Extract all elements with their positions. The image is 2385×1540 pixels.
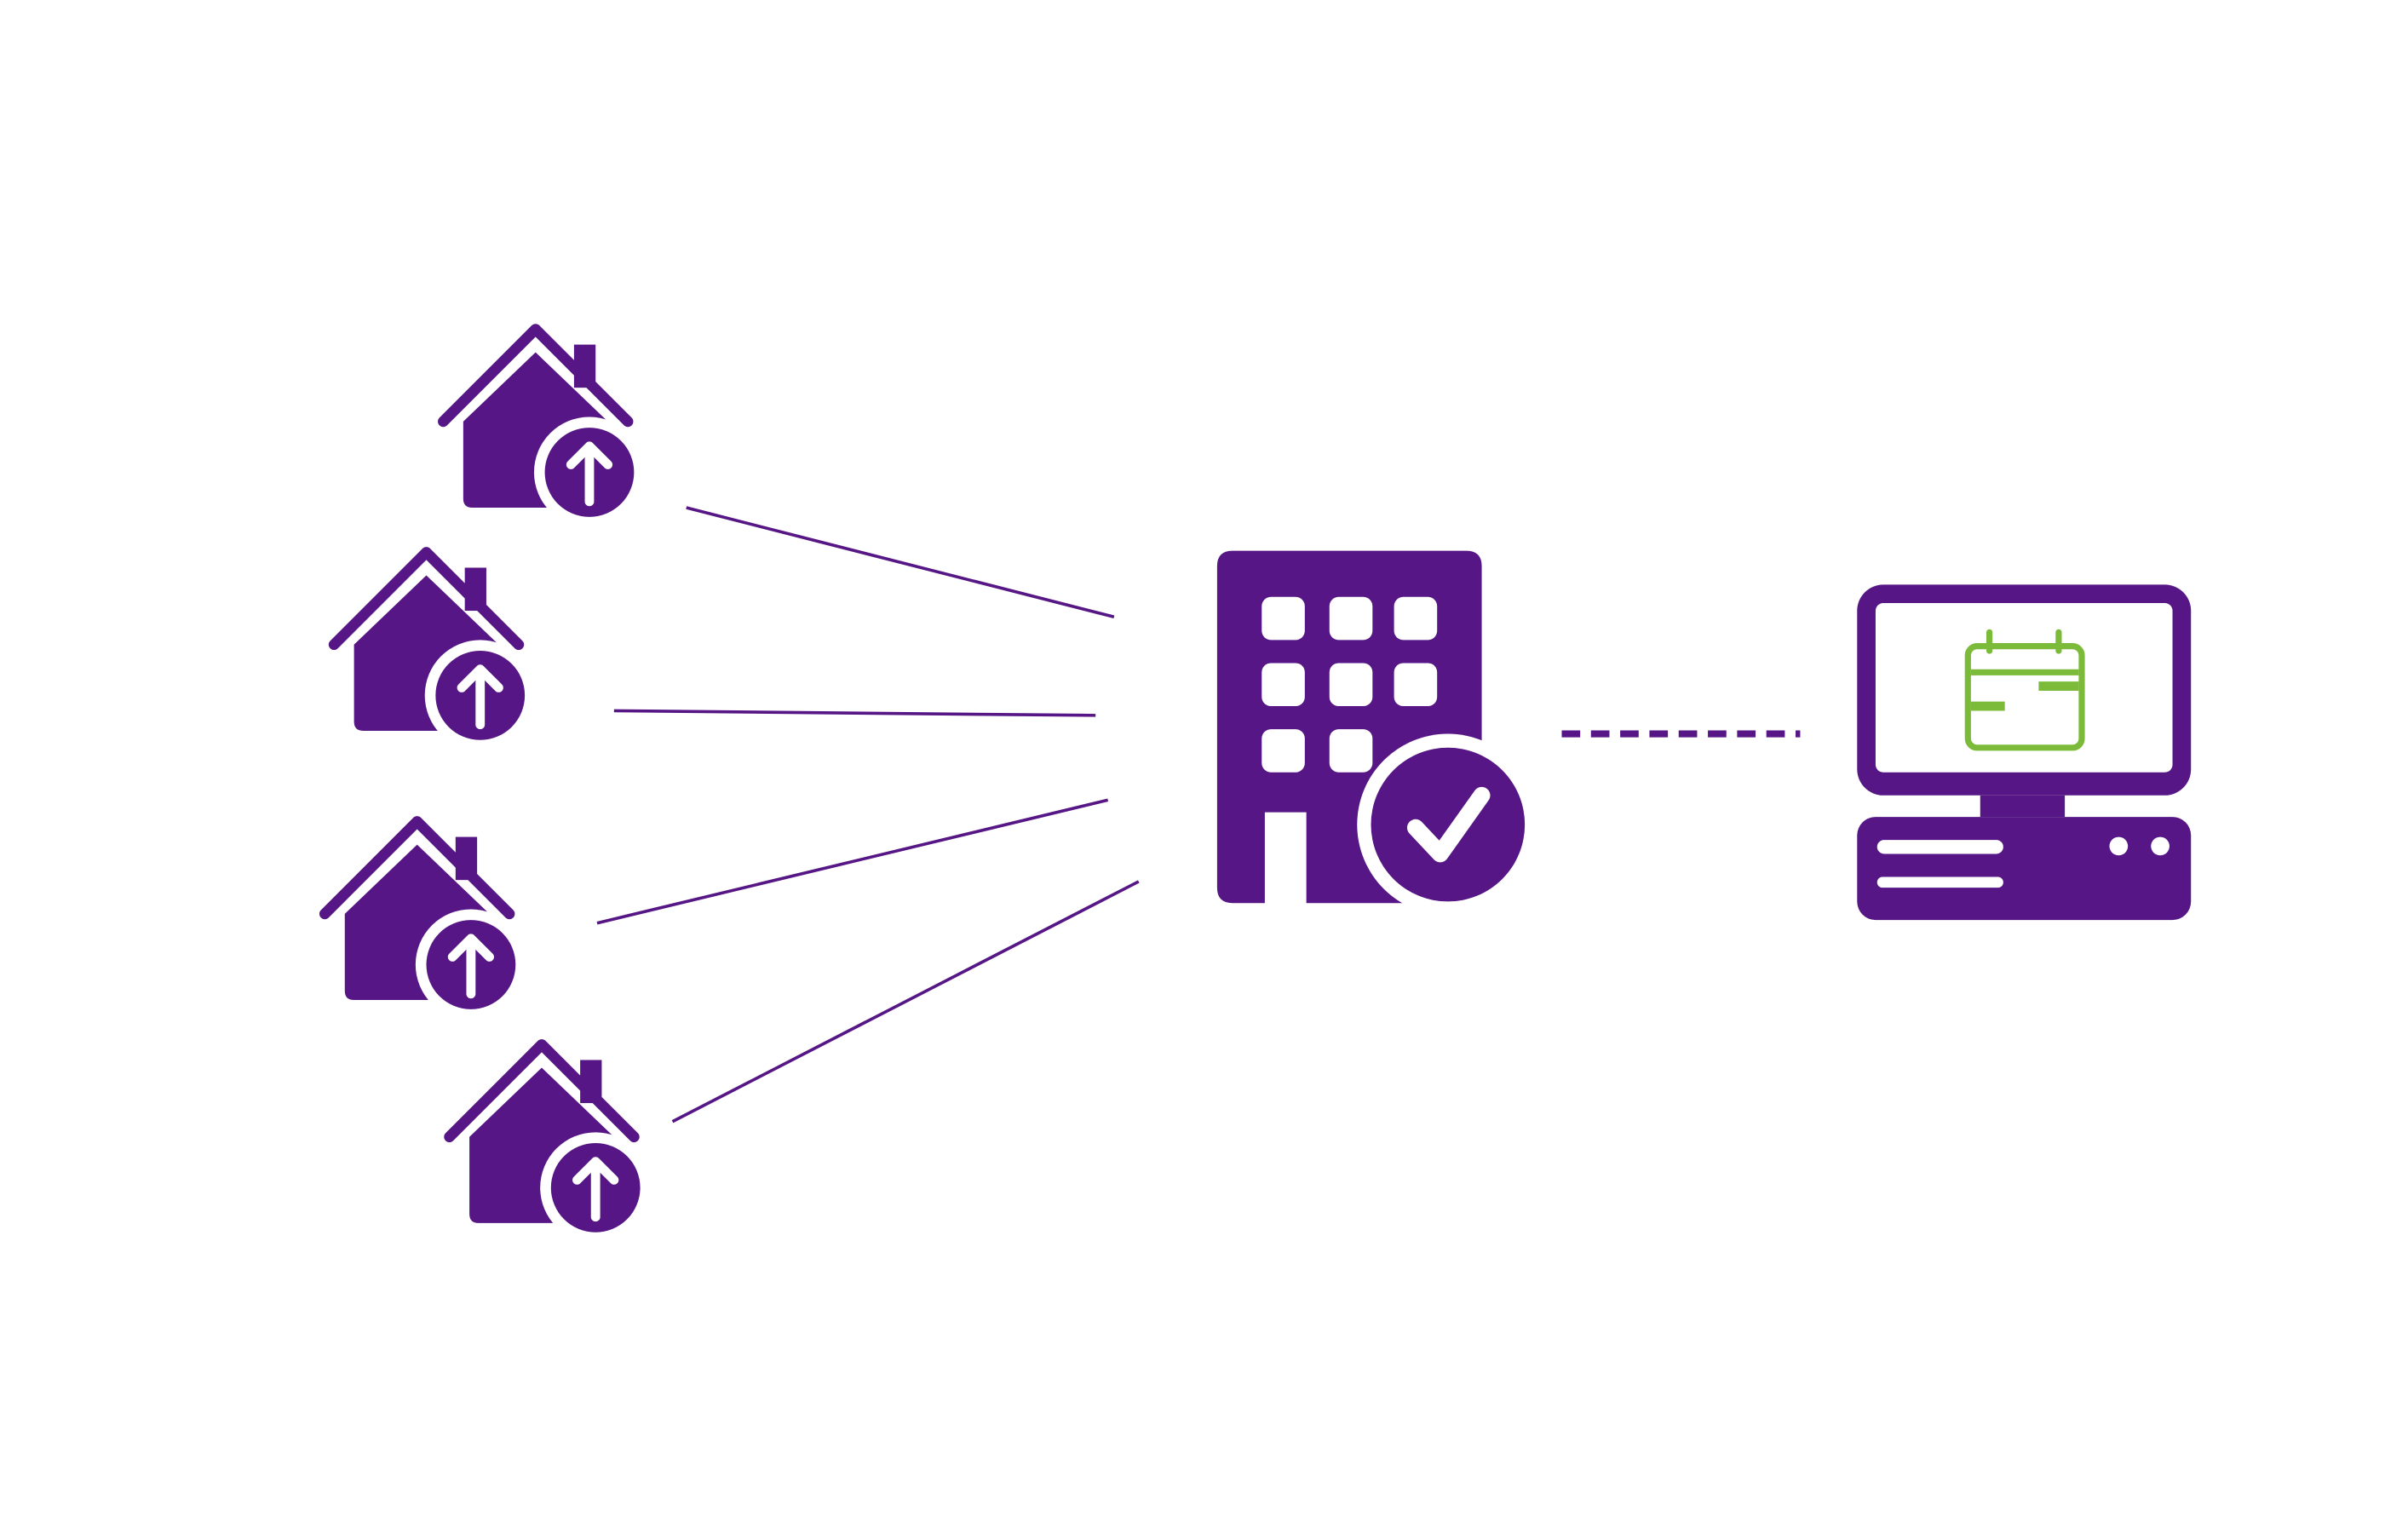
connection-line [671,880,1140,1123]
house-upload-icon [325,822,526,1020]
connection-line [613,709,1096,717]
house-upload-icon [334,552,536,750]
building-check-icon [1216,550,1539,916]
calendar-icon [1964,629,2085,751]
house-upload-icon [450,1044,652,1243]
connection-line [596,798,1109,925]
desktop-computer-icon [1857,584,2192,921]
house-upload-icon [443,330,645,528]
connection-line [686,506,1115,619]
